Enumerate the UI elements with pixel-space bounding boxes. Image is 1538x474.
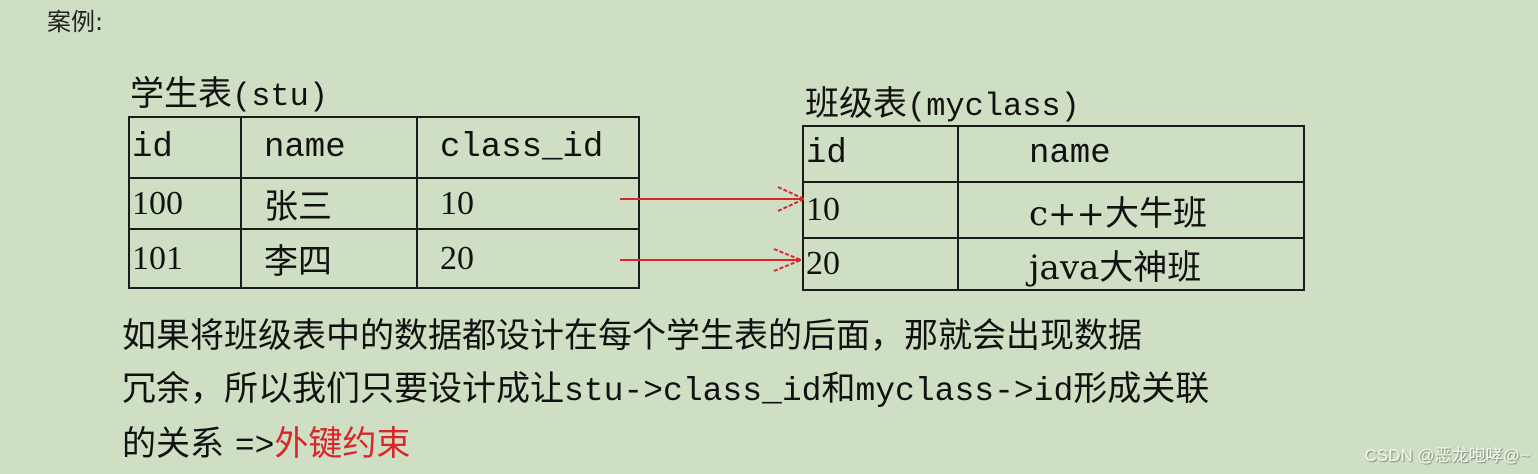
table-row: 20 java大神班	[802, 237, 1305, 291]
cell-id: 10	[802, 181, 959, 239]
stu-table-title-cn: 学生表	[130, 74, 232, 114]
table-row: 100 张三 10	[128, 177, 640, 230]
cell-id: 101	[128, 228, 242, 289]
explanation-paragraph: 如果将班级表中的数据都设计在每个学生表的后面，那就会出现数据 冗余，所以我们只要…	[122, 310, 1209, 473]
header-cell-class-id: class_id	[416, 116, 640, 179]
myclass-table-title-en: (myclass)	[907, 88, 1080, 125]
text-run: 形成关联	[1073, 369, 1210, 409]
stu-table-title-en: (stu)	[232, 78, 329, 115]
code-stu-class-id: stu->class_id	[564, 373, 822, 410]
section-heading: 案例:	[47, 8, 104, 36]
table-row: 10 c++大牛班	[802, 181, 1305, 239]
text-run: 和	[821, 369, 856, 409]
stu-table: id name class_id 100 张三 10 101 李四 20	[128, 116, 640, 289]
myclass-table: id name 10 c++大牛班 20 java大神班	[802, 125, 1305, 291]
myclass-table-title-cn: 班级表	[805, 84, 907, 124]
cell-id: 20	[802, 237, 959, 291]
paragraph-line-2: 冗余，所以我们只要设计成让stu->class_id和myclass->id形成…	[122, 363, 1209, 418]
arrow-icon	[620, 186, 805, 212]
myclass-table-title: 班级表(myclass)	[805, 76, 1080, 125]
highlight-foreign-key: 外键约束	[274, 424, 411, 464]
cell-class-id: 10	[416, 177, 640, 230]
implies-symbol: =>	[234, 428, 275, 465]
cell-name: c++大牛班	[957, 181, 1305, 239]
cell-id: 100	[128, 177, 242, 230]
watermark: CSDN @恶龙咆哮@~	[1364, 446, 1530, 465]
text-run: 的关系	[122, 424, 235, 464]
cell-class-id: 20	[416, 228, 640, 289]
text-run: 冗余，所以我们只要设计成让	[122, 369, 564, 409]
header-cell-name: name	[240, 116, 418, 179]
arrow-icon	[620, 248, 802, 272]
cell-name: 张三	[240, 177, 418, 230]
header-cell-name: name	[957, 125, 1305, 183]
header-cell-id: id	[128, 116, 242, 179]
stu-table-title: 学生表(stu)	[130, 66, 328, 115]
cell-name: 李四	[240, 228, 418, 289]
cell-name: java大神班	[957, 237, 1305, 291]
table-row: 101 李四 20	[128, 228, 640, 289]
header-cell-id: id	[802, 125, 959, 183]
table-header-row: id name class_id	[128, 116, 640, 179]
table-header-row: id name	[802, 125, 1305, 183]
code-myclass-id: myclass->id	[855, 373, 1074, 410]
paragraph-line-3: 的关系 =>外键约束	[122, 418, 1209, 473]
paragraph-line-1: 如果将班级表中的数据都设计在每个学生表的后面，那就会出现数据	[122, 316, 1142, 356]
